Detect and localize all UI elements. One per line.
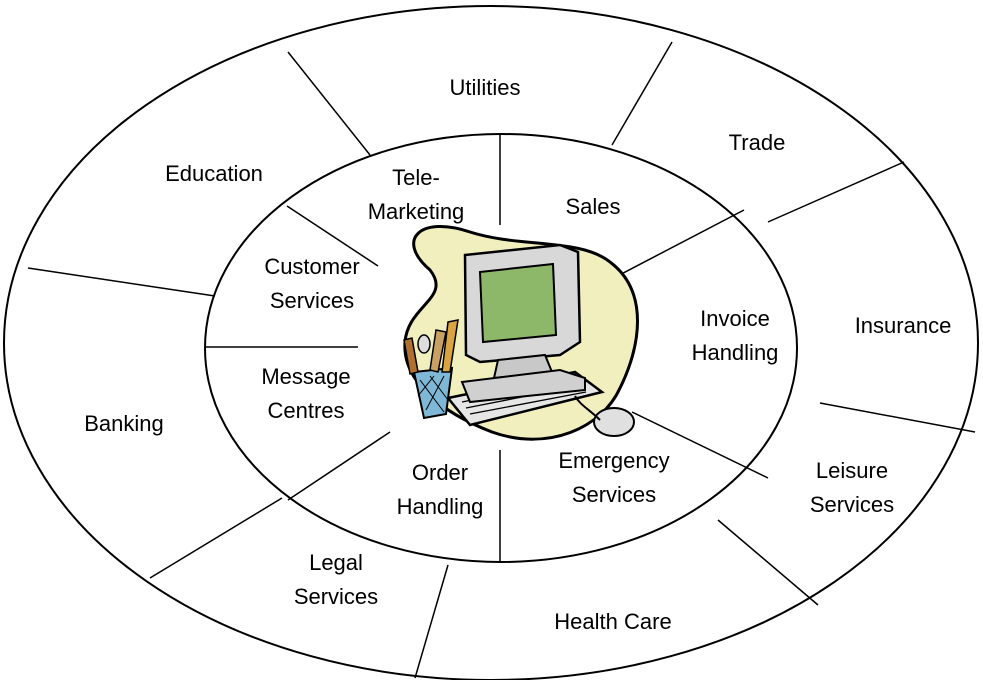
label-line: Invoice bbox=[700, 306, 770, 331]
computer-clipart-icon bbox=[403, 225, 639, 441]
pen-tip bbox=[417, 334, 431, 354]
label-sales: Sales bbox=[565, 194, 620, 219]
label-line: Leisure bbox=[816, 458, 888, 483]
inner-divider bbox=[631, 411, 769, 479]
outer-divider bbox=[414, 564, 449, 679]
label-line: Trade bbox=[729, 130, 786, 155]
label-line: Health Care bbox=[554, 609, 671, 634]
label-line: Utilities bbox=[450, 75, 521, 100]
label-line: Tele- bbox=[392, 165, 440, 190]
inner-ring-dividers bbox=[205, 135, 769, 562]
label-tele-marketing: Tele- Marketing bbox=[368, 165, 465, 224]
outer-ring-dividers bbox=[27, 41, 976, 679]
label-line: Message bbox=[261, 364, 350, 389]
label-line: Insurance bbox=[855, 313, 952, 338]
label-banking: Banking bbox=[84, 411, 164, 436]
outer-divider bbox=[819, 402, 976, 433]
label-health-care: Health Care bbox=[554, 609, 671, 634]
mouse bbox=[593, 407, 635, 437]
monitor-screen bbox=[478, 262, 558, 344]
label-line: Services bbox=[810, 492, 894, 517]
label-insurance: Insurance bbox=[855, 313, 952, 338]
label-line: Handling bbox=[397, 494, 484, 519]
label-line: Order bbox=[412, 460, 468, 485]
inner-divider bbox=[286, 205, 379, 267]
outer-divider bbox=[717, 519, 819, 606]
label-line: Customer bbox=[264, 254, 359, 279]
computer-base bbox=[460, 368, 586, 404]
label-line: Legal bbox=[309, 550, 363, 575]
label-education: Education bbox=[165, 161, 263, 186]
pencil bbox=[441, 319, 459, 373]
pencil-cup bbox=[412, 366, 454, 420]
label-line: Services bbox=[294, 584, 378, 609]
brush bbox=[403, 337, 419, 375]
label-utilities: Utilities bbox=[450, 75, 521, 100]
outer-divider bbox=[767, 161, 905, 223]
mouse-cable bbox=[574, 395, 601, 421]
label-line: Marketing bbox=[368, 199, 465, 224]
label-line: Emergency bbox=[558, 448, 669, 473]
label-line: Education bbox=[165, 161, 263, 186]
outer-divider bbox=[287, 51, 371, 156]
label-line: Services bbox=[572, 482, 656, 507]
label-line: Sales bbox=[565, 194, 620, 219]
inner-divider bbox=[287, 431, 391, 501]
label-line: Services bbox=[270, 288, 354, 313]
inner-divider bbox=[605, 209, 745, 283]
label-line: Centres bbox=[267, 398, 344, 423]
label-trade: Trade bbox=[729, 130, 786, 155]
ruler bbox=[429, 329, 447, 373]
outer-divider bbox=[611, 41, 673, 146]
outer-divider bbox=[27, 267, 216, 297]
outer-divider bbox=[149, 497, 283, 579]
label-line: Handling bbox=[692, 340, 779, 365]
label-line: Banking bbox=[84, 411, 164, 436]
pencil-cup-hatch bbox=[417, 375, 449, 413]
